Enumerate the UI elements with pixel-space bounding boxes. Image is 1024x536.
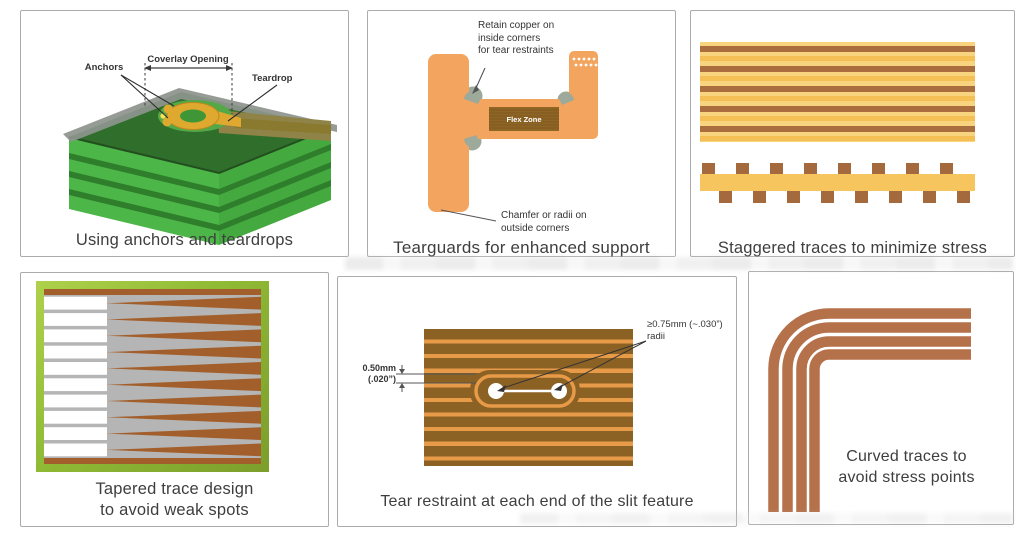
stiffener-dots: [572, 57, 598, 67]
anchor-stub: [162, 117, 172, 127]
caption-anchors-teardrops: Using anchors and teardrops: [75, 231, 294, 249]
flex-zone: Flex Zone: [489, 107, 559, 131]
staggered-trace-bar: [700, 163, 975, 203]
coverlay-opening-label: Coverlay Opening: [147, 54, 229, 65]
tear-restraint-hole: [488, 383, 504, 399]
caption-tearguards: Tearguards for enhanced support: [393, 238, 650, 257]
caption-staggered-traces: Staggered traces to minimize stress: [717, 239, 988, 257]
teardrop-shape: [215, 111, 241, 127]
caption-tear-restraint: Tear restraint at each end of the slit f…: [380, 493, 694, 510]
anchor-stub: [163, 104, 173, 114]
tear-restraint-hole: [551, 383, 567, 399]
tearguard-flex-outline: Flex Zone: [428, 51, 598, 222]
flex-zone-label: Flex Zone: [506, 115, 541, 124]
panel-curved-traces: Curved traces to avoid stress points: [748, 271, 1014, 525]
watermark-strip: [520, 513, 1013, 524]
slit-width-dimension-label: 0.50mm (.020”): [362, 363, 396, 385]
panel-tear-restraint-slit: 0.50mm (.020”) ≥0.75mm (~.030”) radii Te…: [337, 276, 737, 527]
watermark-strip: [345, 257, 1013, 270]
chamfer-label: Chamfer or radii on outside corners: [501, 210, 587, 234]
trace-ribbon-stack: [700, 42, 975, 142]
pcb-stack-illustration: [63, 63, 337, 245]
teardrop-label: Teardrop: [252, 73, 293, 84]
panel-tearguards: Flex Zone Retain copper on inside corner…: [367, 10, 676, 257]
radii-dimension-label: ≥0.75mm (~.030”) radii: [647, 319, 723, 342]
tapered-traces-graphic: [44, 289, 261, 464]
slit-feature-graphic: [396, 340, 647, 412]
caption-tapered-traces: Tapered trace design to avoid weak spots: [95, 480, 254, 519]
curved-traces-graphic: [768, 308, 971, 512]
anchors-label: Anchors: [84, 62, 124, 73]
caption-curved-traces: Curved traces to avoid stress points: [838, 448, 975, 486]
panel-staggered-traces: Staggered traces to minimize stress: [690, 10, 1015, 257]
coverlay-layer: [63, 88, 337, 142]
panel-anchors-teardrops: Anchors Coverlay Opening Teardrop Using …: [20, 10, 349, 257]
retain-copper-label: Retain copper on inside corners for tear…: [478, 20, 555, 56]
panel-tapered-traces: Tapered trace design to avoid weak spots: [20, 272, 329, 527]
tapered-trace-board: [36, 281, 269, 472]
